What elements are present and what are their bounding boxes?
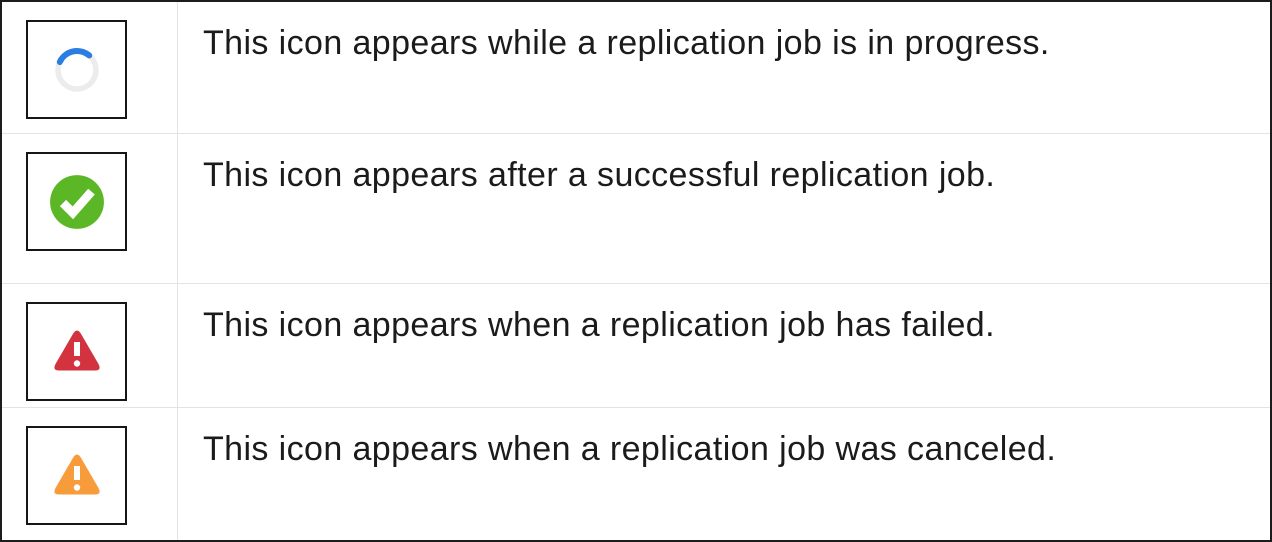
row-description: This icon appears after a successful rep… — [203, 156, 996, 194]
icon-box — [26, 152, 127, 251]
icon-cell — [2, 284, 178, 407]
table-row: This icon appears when a replication job… — [2, 408, 1270, 540]
row-description: This icon appears while a replication jo… — [203, 24, 1050, 62]
icon-cell — [2, 134, 178, 283]
success-check-icon — [49, 174, 104, 229]
icon-box — [26, 20, 127, 119]
exclamation-dot — [73, 483, 80, 491]
in-progress-spinner-icon — [54, 47, 99, 92]
icon-box — [26, 426, 127, 525]
spinner-arc — [56, 47, 92, 65]
failed-warning-icon — [53, 330, 100, 370]
check-mark — [59, 188, 95, 219]
table-row: This icon appears after a successful rep… — [2, 134, 1270, 284]
row-description: This icon appears when a replication job… — [203, 306, 995, 344]
row-description: This icon appears when a replication job… — [203, 430, 1057, 468]
icon-cell — [2, 2, 178, 133]
icon-cell — [2, 408, 178, 540]
icon-box — [26, 302, 127, 401]
exclamation-dot — [73, 359, 80, 367]
table-row: This icon appears while a replication jo… — [2, 2, 1270, 134]
table-row: This icon appears when a replication job… — [2, 284, 1270, 408]
canceled-warning-icon — [53, 454, 100, 494]
